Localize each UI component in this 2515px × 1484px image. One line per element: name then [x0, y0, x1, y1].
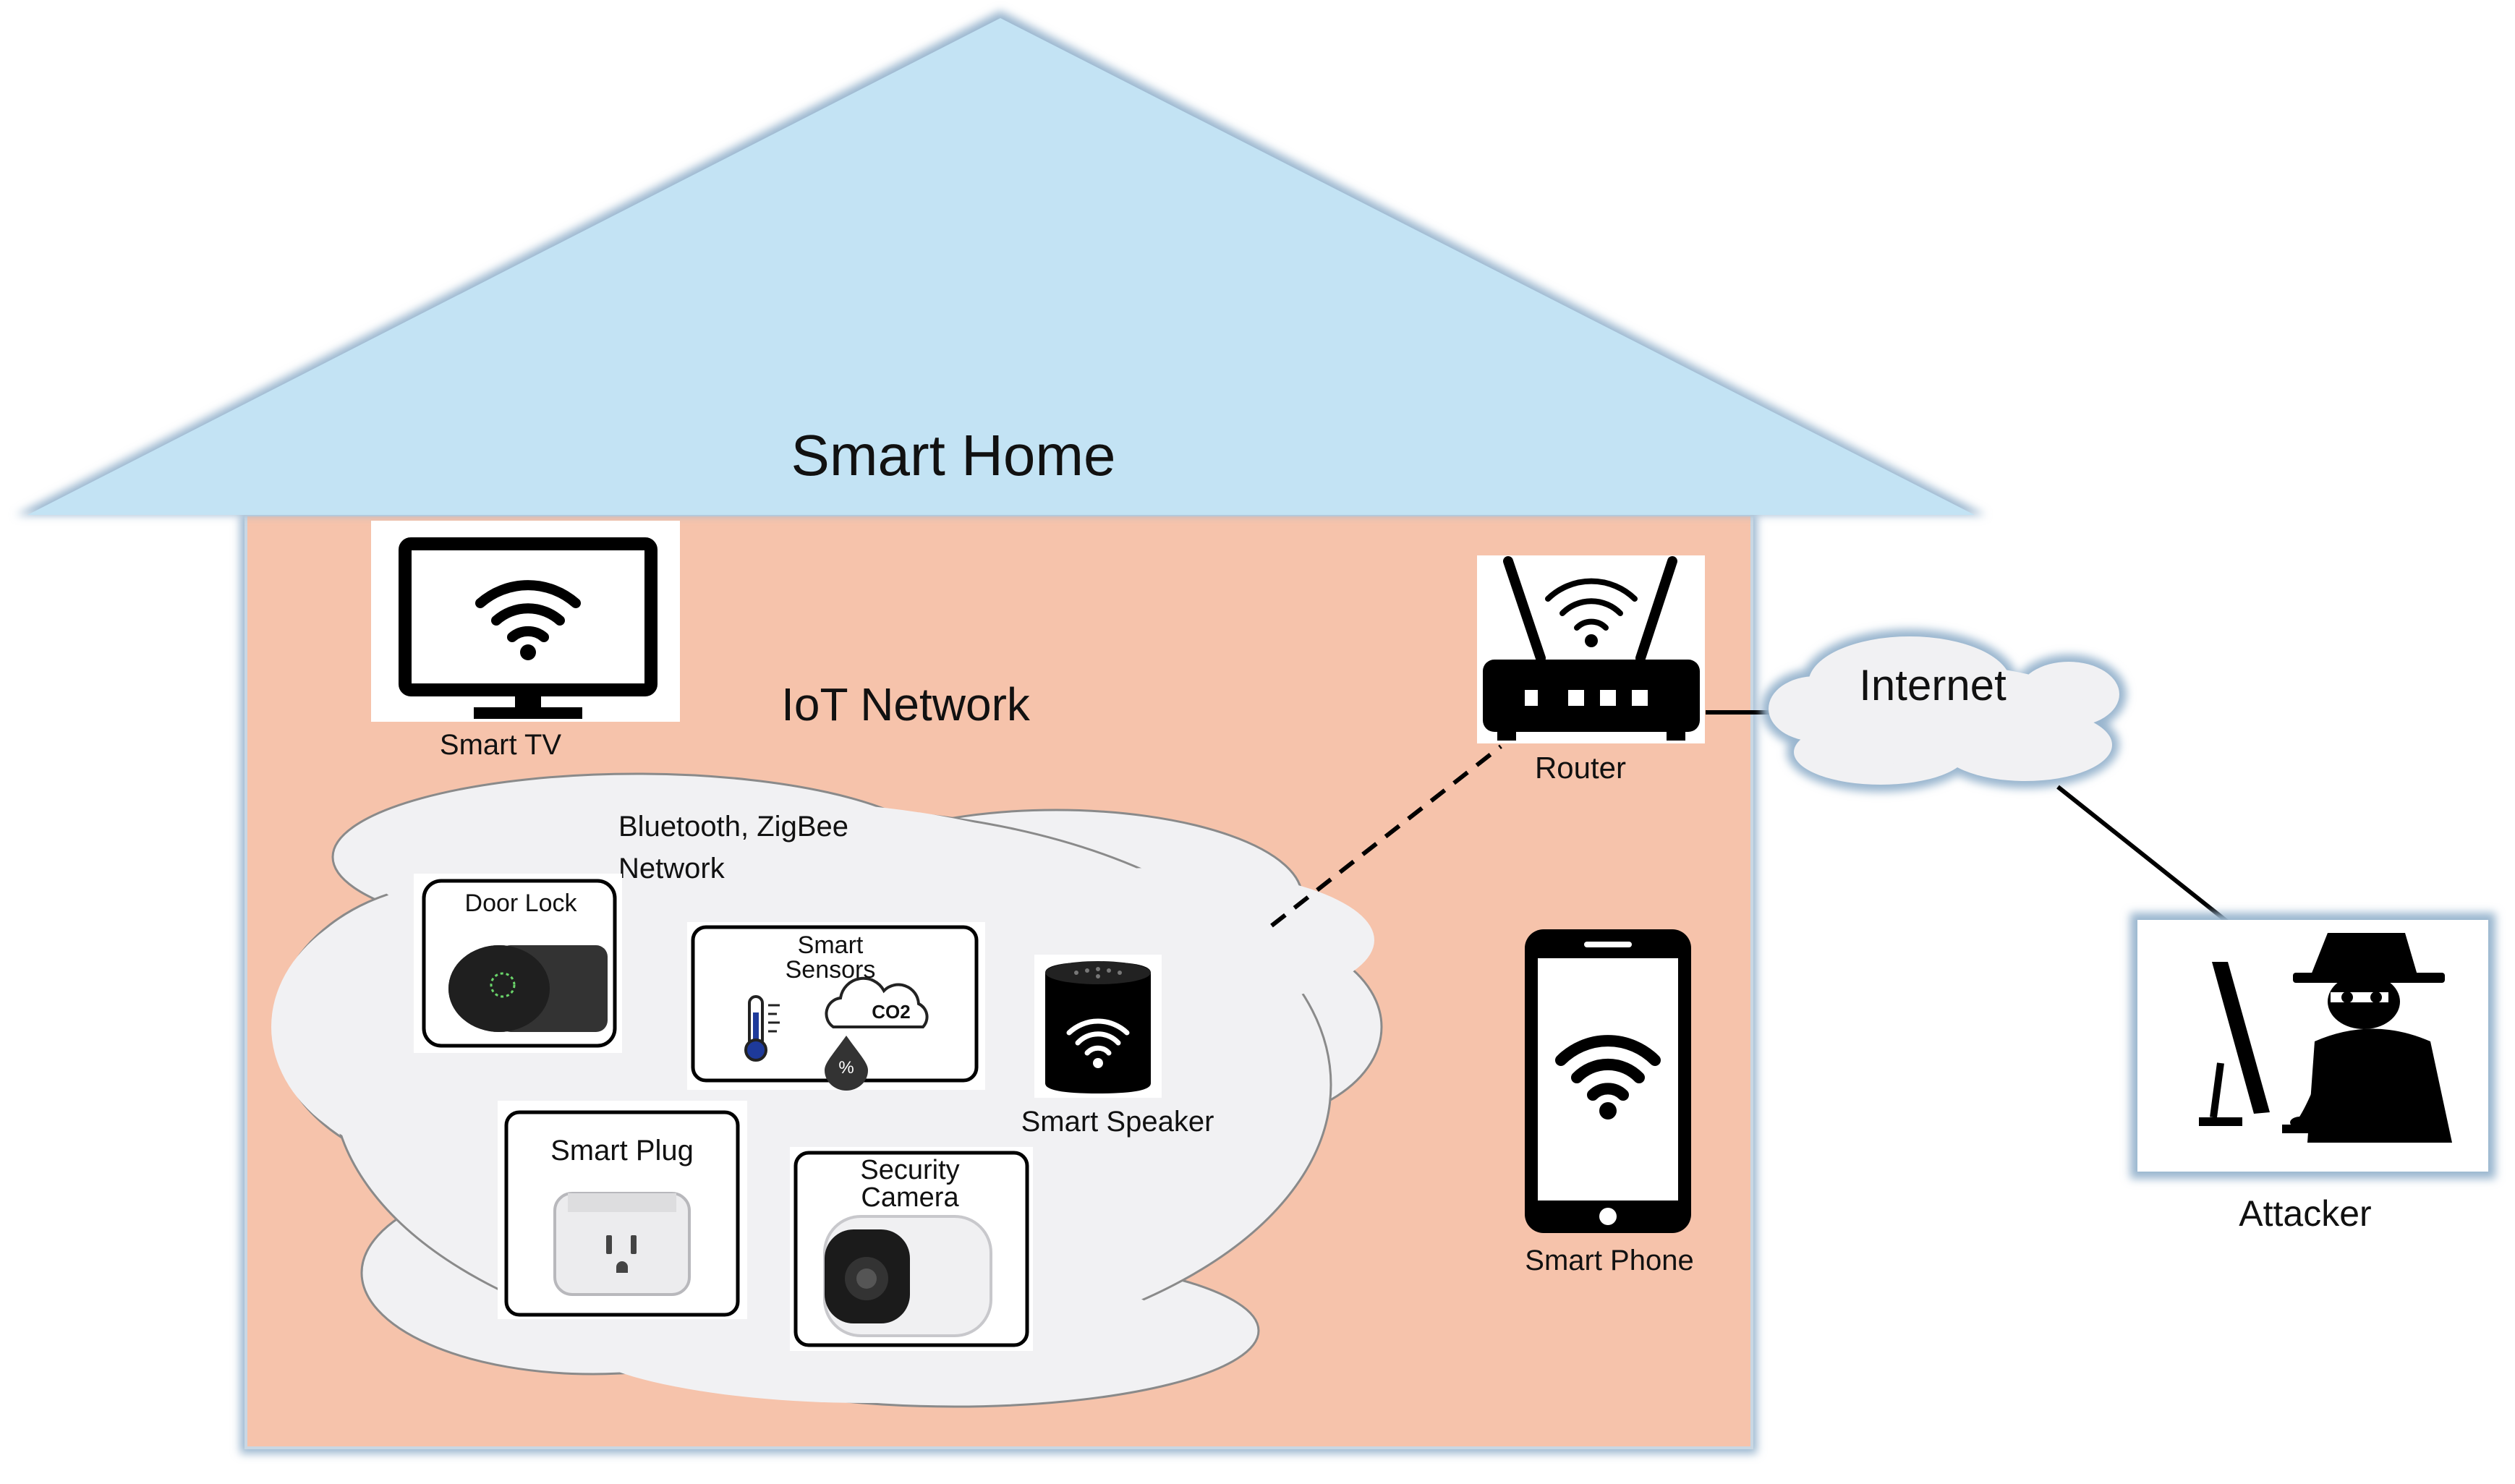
- iot-network-label: IoT Network: [781, 678, 1031, 730]
- internet-label: Internet: [1859, 661, 2007, 709]
- smart-tv-label: Smart TV: [440, 729, 562, 761]
- humidity-icon: %: [825, 1036, 868, 1091]
- smart-plug-label: Smart Plug: [550, 1135, 694, 1167]
- smart-phone-label: Smart Phone: [1525, 1245, 1693, 1276]
- phone-wifi-icon: [1555, 1035, 1661, 1101]
- iot-router-link: [1270, 744, 1502, 928]
- door-lock-label: Door Lock: [465, 890, 578, 917]
- hacker-icon: [2282, 933, 2452, 1143]
- router-wifi-icon: [1545, 578, 1638, 631]
- co2-label: CO2: [872, 1001, 910, 1023]
- cloud-label-line2: Network: [618, 853, 725, 884]
- security-camera-label-1: Security: [860, 1155, 959, 1185]
- tv-wifi-icon: [475, 580, 581, 642]
- co2-cloud-icon: CO2: [825, 976, 929, 1028]
- smart-tv-device: [371, 521, 680, 722]
- router-label: Router: [1535, 751, 1626, 785]
- humidity-label: %: [838, 1058, 854, 1078]
- internet-cloud: [1761, 629, 2127, 792]
- smart-phone-device: [1525, 929, 1691, 1233]
- router-device: [1477, 555, 1705, 743]
- cloud-label-line1: Bluetooth, ZigBee: [618, 811, 848, 843]
- smart-speaker-label: Smart Speaker: [1021, 1106, 1214, 1138]
- security-camera-label-2: Camera: [861, 1182, 959, 1213]
- attacker-label: Attacker: [2239, 1193, 2371, 1234]
- smart-sensors-device: Smart Sensors CO2 %: [687, 922, 985, 1091]
- security-camera-device: Security Camera: [790, 1147, 1033, 1351]
- smart-plug-device: Smart Plug: [498, 1101, 747, 1319]
- attacker-box: [2130, 913, 2495, 1179]
- door-lock-device: Door Lock: [414, 874, 622, 1053]
- attacker-monitor-icon: [2199, 962, 2270, 1126]
- internet-attacker-link: [2056, 785, 2229, 924]
- smart-speaker-device: [1034, 955, 1162, 1098]
- smart-sensors-label-1: Smart: [798, 931, 864, 959]
- roof: [27, 18, 1975, 515]
- speaker-wifi-icon: [1066, 1018, 1130, 1056]
- diagram-title: Smart Home: [791, 423, 1116, 487]
- thermometer-icon: [744, 995, 780, 1062]
